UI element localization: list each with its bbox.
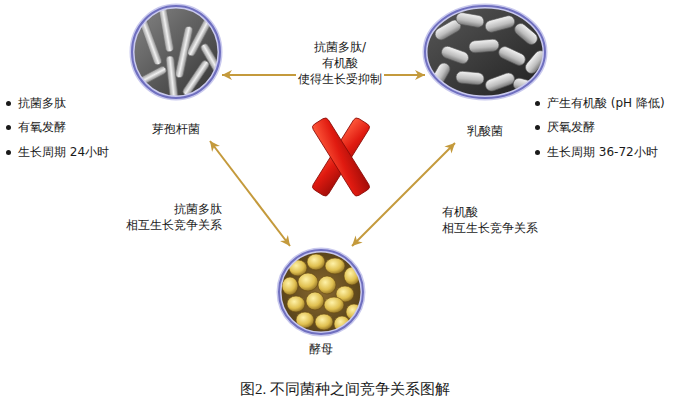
edge-label: 抗菌多肽/有机酸 使得生长受抑制 <box>296 38 384 88</box>
microbe-node: 乳酸菌 <box>425 4 545 143</box>
microbe-name: 芽孢杆菌 <box>130 122 222 137</box>
red-cross-mark <box>311 117 371 198</box>
edge-label: 抗菌多肽 相互生长竞争关系 <box>124 200 224 234</box>
microbe-node: 芽孢杆菌 <box>130 4 222 141</box>
bullet-dot <box>6 101 11 106</box>
bullet-point: 抗菌多肽 <box>4 95 66 111</box>
microbe-name: 酵母 <box>276 342 366 357</box>
bullet-point: 有氧发酵 <box>4 119 66 135</box>
edge-label: 有机酸 相互生长竞争关系 <box>440 203 540 237</box>
bullet-dot <box>6 150 11 155</box>
figure-caption: 图2. 不同菌种之间竞争关系图解 <box>240 380 450 398</box>
bullet-dot <box>6 125 11 130</box>
microbe-name: 乳酸菌 <box>425 124 545 139</box>
yeast-micrograph <box>277 248 365 336</box>
lactobacillus-micrograph <box>423 4 549 100</box>
bacillus-micrograph <box>128 2 224 102</box>
bullet-dot <box>535 150 540 155</box>
bullet-point: 生长周期 36-72小时 <box>533 144 658 160</box>
bullet-dot <box>535 125 540 130</box>
bullet-point: 厌氧发酵 <box>533 119 595 135</box>
microbe-node: 酵母 <box>276 246 366 361</box>
bullet-point: 生长周期 24小时 <box>4 144 109 160</box>
bullet-point: 产生有机酸 (pH 降低) <box>533 95 665 111</box>
bullet-dot <box>535 101 540 106</box>
